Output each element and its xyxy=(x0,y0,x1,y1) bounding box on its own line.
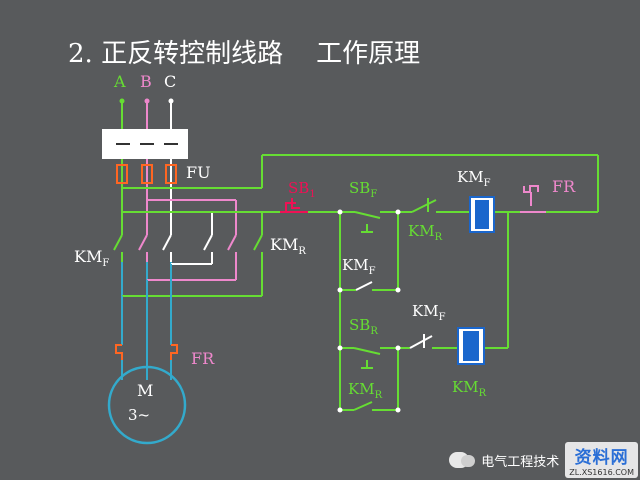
phase-crossover xyxy=(121,262,262,380)
kmf-coil-label: KMF xyxy=(457,168,491,189)
sbf-label: SBF xyxy=(349,179,377,200)
kmf-hold-label: KMF xyxy=(342,256,376,277)
wechat-icon xyxy=(449,452,476,468)
kmr-main-label: KMR xyxy=(270,235,306,257)
motor-phase: 3~ xyxy=(128,406,150,424)
isolating-switch xyxy=(102,129,188,159)
kmf-main-contacts xyxy=(113,234,172,262)
kmr-main-contacts xyxy=(122,211,263,296)
thermal-relay-elements xyxy=(115,344,178,360)
junction-dots xyxy=(337,209,401,413)
fr-motor-label: FR xyxy=(191,349,215,368)
kmf-hold-contact xyxy=(355,281,373,291)
kmr-hold-contact xyxy=(353,401,373,411)
phase-c-label: C xyxy=(164,72,176,91)
main-phase-lines xyxy=(121,101,172,235)
watermark-site-name: 资料网 xyxy=(574,448,629,468)
watermark-url: ZL.XS1616.COM xyxy=(569,468,634,477)
fuse-fu xyxy=(116,164,177,184)
start-button-sbf xyxy=(354,211,381,233)
kmf-main-label: KMF xyxy=(74,247,109,269)
kmr-hold-label: KMR xyxy=(348,380,383,401)
control-circuit-wires xyxy=(262,211,598,411)
watermark: 电气工程技术 资料网 ZL.XS1616.COM xyxy=(449,442,638,478)
sb1-label: SB1 xyxy=(288,179,316,200)
phase-b-label: B xyxy=(140,72,152,91)
kmr-coil-label: KMR xyxy=(452,378,487,399)
fr-nc-contact xyxy=(520,185,546,213)
motor-symbol: M xyxy=(137,381,153,400)
kmr-coil xyxy=(457,327,485,365)
kmr-interlock-upper-label: KMR xyxy=(408,222,443,243)
kmf-interlock-lower xyxy=(409,334,433,349)
kmf-coil xyxy=(469,196,495,233)
phase-a-label: A xyxy=(113,72,126,91)
fuse-label: FU xyxy=(186,163,211,182)
stop-button-sb1 xyxy=(280,198,308,213)
sbr-label: SBR xyxy=(349,316,378,337)
watermark-text: 电气工程技术 xyxy=(481,454,560,470)
watermark-site: 资料网 ZL.XS1616.COM xyxy=(565,442,638,478)
kmf-interlock-lower-label: KMF xyxy=(412,302,446,323)
slide-title: 2. 正反转控制线路 工作原理 xyxy=(68,39,420,69)
motor: M 3~ xyxy=(107,360,187,445)
start-button-sbr xyxy=(353,347,381,369)
fr-ctrl-label: FR xyxy=(552,177,576,196)
kmr-interlock-upper xyxy=(411,198,437,213)
